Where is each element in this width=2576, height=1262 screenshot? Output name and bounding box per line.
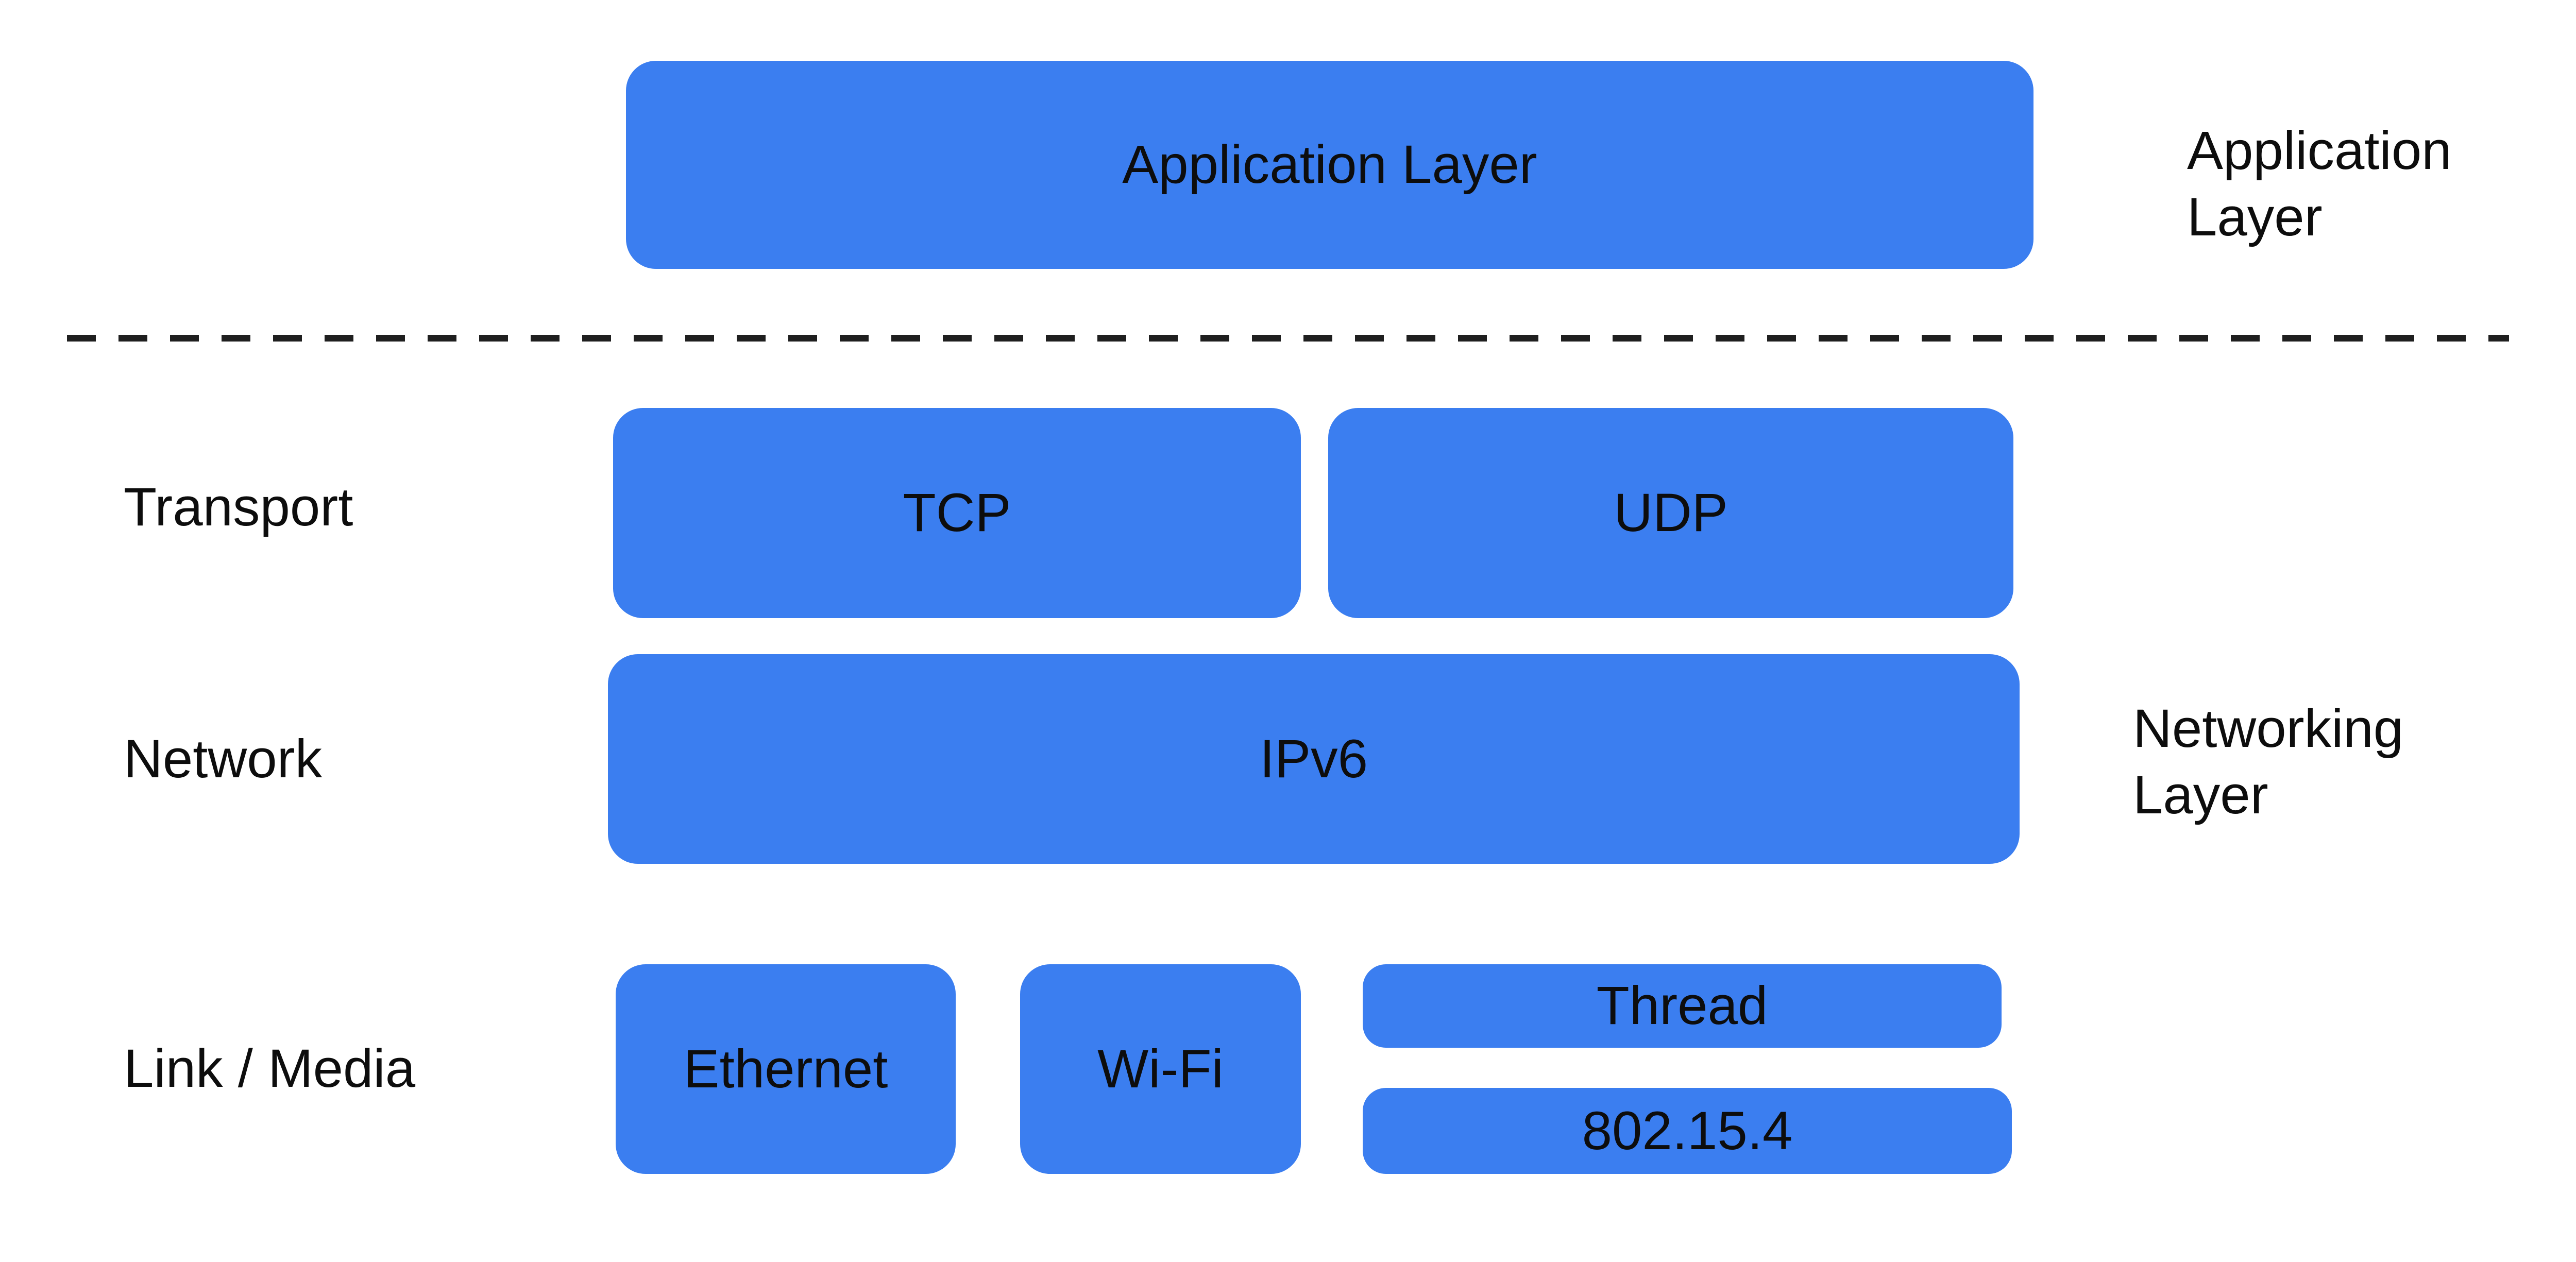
ieee-802-15-4-node: 802.15.4 [1363, 1088, 2012, 1174]
ethernet-node: Ethernet [616, 964, 956, 1174]
layer-divider-dashed-line [67, 335, 2509, 342]
wifi-node-label: Wi-Fi [1097, 1038, 1224, 1099]
wifi-node: Wi-Fi [1020, 964, 1301, 1174]
tcp-node-label: TCP [903, 483, 1011, 543]
thread-node: Thread [1363, 964, 2002, 1048]
ieee-802-15-4-node-label: 802.15.4 [1582, 1100, 1793, 1161]
udp-node: UDP [1328, 408, 2013, 618]
thread-node-label: Thread [1596, 976, 1768, 1036]
ipv6-node-label: IPv6 [1259, 728, 1368, 789]
application-layer-node-label: Application Layer [1122, 134, 1537, 195]
tcp-node: TCP [613, 408, 1301, 618]
link-media-row-label: Link / Media [124, 1038, 416, 1099]
udp-node-label: UDP [1614, 483, 1728, 543]
ethernet-node-label: Ethernet [683, 1038, 888, 1099]
networking-layer-side-label: Networking Layer [2133, 698, 2404, 825]
network-row-label: Network [124, 729, 323, 789]
ipv6-node: IPv6 [608, 654, 2020, 864]
application-layer-side-label: Application Layer [2187, 121, 2452, 247]
transport-row-label: Transport [124, 477, 353, 537]
application-layer-node: Application Layer [626, 61, 2033, 269]
